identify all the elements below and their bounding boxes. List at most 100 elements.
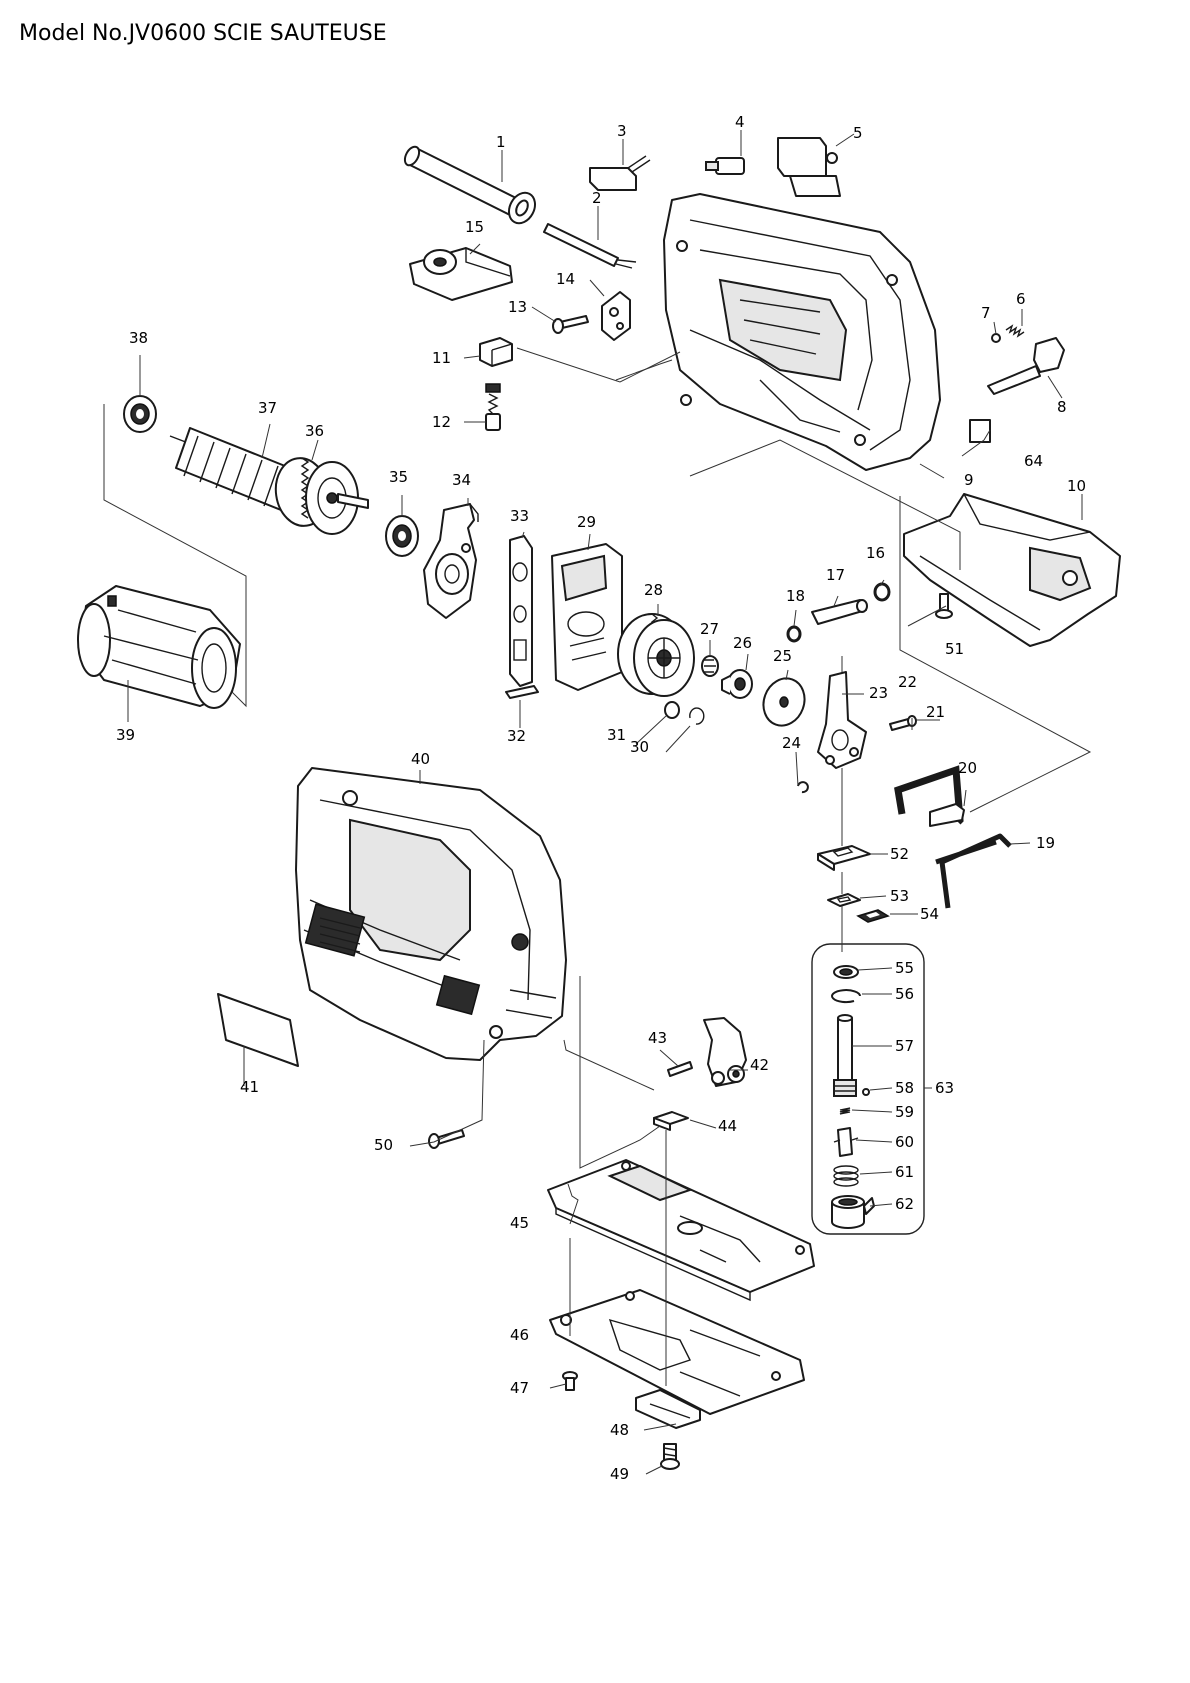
callout-62: 62 [895, 1195, 914, 1213]
part-34-retainer [423, 503, 479, 619]
part-7-ball [991, 333, 1001, 343]
callout-25: 25 [773, 647, 792, 665]
part-59-spring [839, 1107, 851, 1115]
part-24-e-ring [797, 781, 809, 794]
callout-1: 1 [496, 133, 506, 151]
part-13-screw [552, 315, 589, 334]
part-35-bearing [385, 515, 419, 557]
part-26-bushing [721, 669, 753, 699]
callout-3: 3 [617, 122, 627, 140]
callout-55: 55 [895, 959, 914, 977]
callout-32: 32 [507, 727, 526, 745]
part-29-guide-plate [551, 543, 623, 691]
callout-56: 56 [895, 985, 914, 1003]
part-28-gear [617, 613, 695, 697]
part-14-clamp [601, 291, 631, 341]
callout-28: 28 [644, 581, 663, 599]
callout-40: 40 [411, 750, 430, 768]
part-20-block [929, 803, 965, 827]
part-53-washer [827, 893, 861, 907]
callout-48: 48 [610, 1421, 629, 1439]
callout-17: 17 [826, 566, 845, 584]
callout-26: 26 [733, 634, 752, 652]
callout-41: 41 [240, 1078, 259, 1096]
part-8-lever [987, 337, 1065, 395]
part-44-nut [653, 1111, 689, 1131]
part-46-base-plate [549, 1289, 805, 1415]
callout-63: 63 [935, 1079, 954, 1097]
callout-19: 19 [1036, 834, 1055, 852]
callout-21: 21 [926, 703, 945, 721]
callout-64: 64 [1024, 452, 1043, 470]
part-41-label [217, 993, 299, 1067]
part-33-plate [509, 535, 533, 687]
part-50-screw [428, 1129, 465, 1149]
part-55-cap [833, 965, 859, 979]
callout-51: 51 [945, 640, 964, 658]
part-38-bearing [123, 395, 157, 433]
part-31-washer [664, 701, 680, 719]
callout-14: 14 [556, 270, 575, 288]
callout-15: 15 [465, 218, 484, 236]
part-25-washer [762, 677, 806, 727]
callout-16: 16 [866, 544, 885, 562]
part-2-rod [543, 223, 637, 269]
part-39-stator [77, 585, 241, 709]
part-45-base [547, 1159, 815, 1302]
callout-54: 54 [920, 905, 939, 923]
part-30-ring [689, 707, 705, 725]
callout-44: 44 [718, 1117, 737, 1135]
part-43-pin [667, 1061, 693, 1077]
callout-47: 47 [510, 1379, 529, 1397]
callout-37: 37 [258, 399, 277, 417]
part-21-spring-inner [897, 769, 961, 821]
leader-lines [103, 130, 1092, 1475]
part-58-ball [862, 1088, 870, 1096]
callout-46: 46 [510, 1326, 529, 1344]
callout-27: 27 [700, 620, 719, 638]
part-51-screw [935, 593, 953, 619]
callout-24: 24 [782, 734, 801, 752]
part-63-kit-frame [811, 943, 925, 1235]
callout-13: 13 [508, 298, 527, 316]
part-49-screw [660, 1443, 680, 1470]
part-62-sleeve [831, 1195, 875, 1229]
part-64-plate [969, 419, 991, 443]
part-17-pin [811, 599, 868, 625]
callout-10: 10 [1067, 477, 1086, 495]
callout-8: 8 [1057, 398, 1067, 416]
callout-31: 31 [607, 726, 626, 744]
part-9-housing [663, 193, 941, 471]
part-18-o-ring [786, 625, 802, 643]
callout-49: 49 [610, 1465, 629, 1483]
part-40-housing [295, 767, 567, 1061]
part-23-slider [817, 671, 867, 769]
part-56-snap-ring [831, 989, 861, 1004]
part-61-spring [833, 1165, 859, 1187]
callout-50: 50 [374, 1136, 393, 1154]
callout-35: 35 [389, 468, 408, 486]
callout-58: 58 [895, 1079, 914, 1097]
part-6-spring [1005, 324, 1025, 338]
part-60-pin [833, 1127, 859, 1157]
callout-22: 22 [898, 673, 917, 691]
callout-43: 43 [648, 1029, 667, 1047]
callout-11: 11 [432, 349, 451, 367]
callout-18: 18 [786, 587, 805, 605]
callout-9: 9 [964, 471, 974, 489]
callout-59: 59 [895, 1103, 914, 1121]
callout-61: 61 [895, 1163, 914, 1181]
callout-53: 53 [890, 887, 909, 905]
callout-5: 5 [853, 124, 863, 142]
callout-33: 33 [510, 507, 529, 525]
part-16-o-ring [873, 582, 891, 602]
part-1-handle-tube [403, 145, 536, 225]
part-4-connector [705, 157, 745, 175]
part-52-plate [817, 845, 871, 871]
callout-7: 7 [981, 304, 991, 322]
callout-12: 12 [432, 413, 451, 431]
part-27-needle-bearing [701, 655, 719, 677]
part-5-trigger [777, 137, 841, 197]
callout-52: 52 [890, 845, 909, 863]
